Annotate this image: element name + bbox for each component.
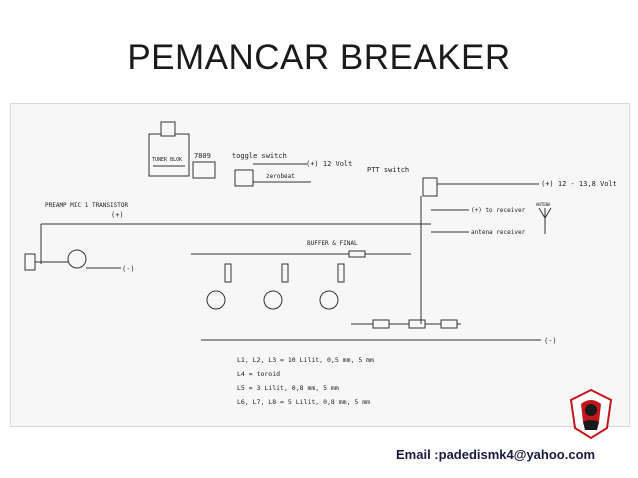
preamp-plus-label: (+) xyxy=(111,211,124,219)
slide-title: PEMANCAR BREAKER xyxy=(127,38,511,77)
to-receiver-label: (+) to receiver xyxy=(471,207,526,214)
tuner-knob xyxy=(160,121,176,137)
toggle-switch-label: toggle switch xyxy=(232,152,287,160)
ptt-switch-label: PTT switch xyxy=(367,166,409,174)
note-l6-l8: L6, L7, L8 = 5 Lilit, 0,8 mm, 5 mm xyxy=(237,398,370,406)
note-l1-l3: L1, L2, L3 = 10 Lilit, 0,5 mm, 5 mm xyxy=(237,356,374,364)
coil-l1 xyxy=(224,263,232,283)
contact-email: Email :padedismk4@yahoo.com xyxy=(396,447,596,462)
coil-l7 xyxy=(440,319,458,329)
regulator-label: 7809 xyxy=(194,152,211,160)
preamp-label: PREAMP MIC 1 TRANSISTOR xyxy=(45,202,128,209)
antena-receiver-label: antena receiver xyxy=(471,229,526,236)
circuit-schematic: TUNER BLOK 7809 toggle switch (+) 12 Vol… xyxy=(10,103,630,427)
preamp-minus-label: (-) xyxy=(122,265,135,273)
regulator-7809 xyxy=(192,161,216,179)
ground-minus-label: (-) xyxy=(544,337,557,345)
final-transistor xyxy=(319,290,339,310)
coil-l4 xyxy=(348,250,366,258)
toggle-switch xyxy=(234,169,254,187)
zerobeat-label: zerobeat xyxy=(266,173,295,180)
organization-logo xyxy=(569,388,613,440)
buffer-transistor-1 xyxy=(206,290,226,310)
coil-l6 xyxy=(408,319,426,329)
note-l5: L5 = 3 Lilit, 0,8 mm, 5 mm xyxy=(237,384,339,392)
antenna-label: ANTENA xyxy=(536,202,551,207)
coil-l3 xyxy=(337,263,345,283)
relay-coil xyxy=(422,177,438,197)
buffer-transistor-2 xyxy=(263,290,283,310)
plus-12-13-volt-label: (+) 12 - 13,8 Volt xyxy=(541,180,617,188)
coil-l2 xyxy=(281,263,289,283)
buffer-final-label: BUFFER & FINAL xyxy=(307,240,358,247)
tuner-block-label: TUNER BLOK xyxy=(152,157,182,163)
schematic-drawing: TUNER BLOK 7809 toggle switch (+) 12 Vol… xyxy=(24,121,617,406)
preamp-transistor xyxy=(67,249,87,269)
coil-l5 xyxy=(372,319,390,329)
note-l4: L4 = toroid xyxy=(237,370,280,378)
plus-12-volt-label: (+) 12 Volt xyxy=(306,160,352,168)
tuner-block xyxy=(148,133,190,177)
mic-jack xyxy=(24,253,36,271)
